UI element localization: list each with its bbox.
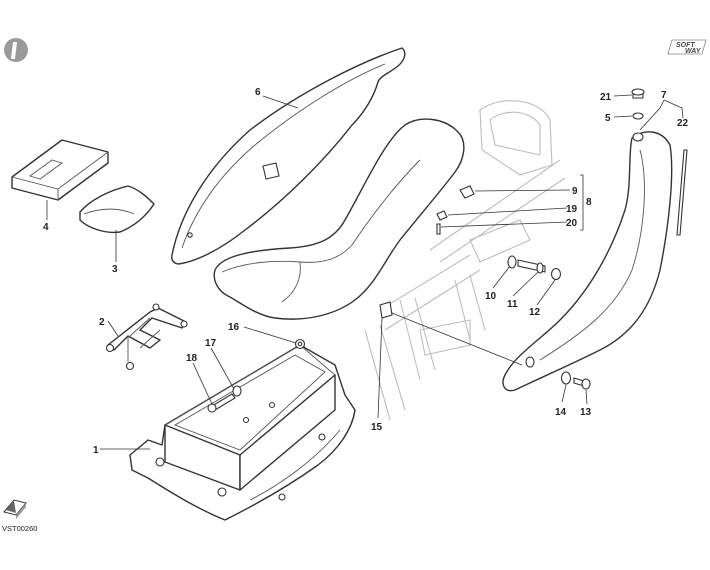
tail-fairing-left (171, 47, 406, 265)
leader-lines (46, 94, 684, 450)
callout-3: 3 (112, 264, 118, 275)
callout-17: 17 (205, 338, 217, 349)
washer-17 (232, 385, 242, 397)
washer-5 (632, 112, 644, 120)
bracket-15 (379, 301, 393, 319)
callout-22: 22 (677, 118, 689, 129)
bolt-13 (573, 377, 591, 390)
bolt-11 (517, 259, 546, 274)
callout-labels: 1 2 3 4 5 6 7 8 9 10 11 12 13 14 15 16 1… (43, 87, 689, 456)
reference-code: VST00260 (2, 524, 37, 533)
callout-7: 7 (661, 90, 667, 101)
callout-2: 2 (99, 317, 105, 328)
callout-9: 9 (572, 186, 578, 197)
subframe-drawing (364, 100, 566, 421)
nut-12 (550, 267, 562, 281)
logo-text-line1: SOFT (676, 42, 695, 49)
seat-cover (79, 185, 155, 234)
callout-13: 13 (580, 407, 592, 418)
callout-20: 20 (566, 218, 578, 229)
support-bracket (105, 303, 188, 371)
callout-21: 21 (600, 92, 612, 103)
screw-21 (631, 88, 645, 99)
screw-18 (207, 393, 236, 413)
callout-1: 1 (93, 445, 99, 456)
callout-15: 15 (371, 422, 383, 433)
logo-text-line2: WAY (685, 48, 702, 55)
manual-book-icon (3, 499, 27, 519)
callout-19: 19 (566, 204, 578, 215)
tail-fairing-right (502, 131, 673, 392)
spacer-10 (507, 255, 517, 269)
softway-logo: SOFT WAY (667, 39, 707, 55)
callout-10: 10 (485, 291, 497, 302)
clip-19 (436, 210, 448, 221)
callout-14: 14 (555, 407, 567, 418)
washer-14 (560, 371, 572, 385)
pin-20 (436, 223, 441, 235)
undertray (129, 344, 356, 521)
trim-strip-22 (676, 149, 688, 236)
callout-8: 8 (586, 197, 592, 208)
fastener-16 (294, 338, 306, 350)
callout-4: 4 (43, 222, 49, 233)
callout-12: 12 (529, 307, 541, 318)
callout-5: 5 (605, 113, 611, 124)
manual-book (11, 139, 109, 201)
callout-11: 11 (507, 299, 518, 310)
callout-18: 18 (186, 353, 198, 364)
callout-16: 16 (228, 322, 240, 333)
info-badge-icon (4, 38, 28, 62)
clip-9 (459, 185, 475, 199)
seat (213, 118, 465, 320)
callout-6: 6 (255, 87, 261, 98)
